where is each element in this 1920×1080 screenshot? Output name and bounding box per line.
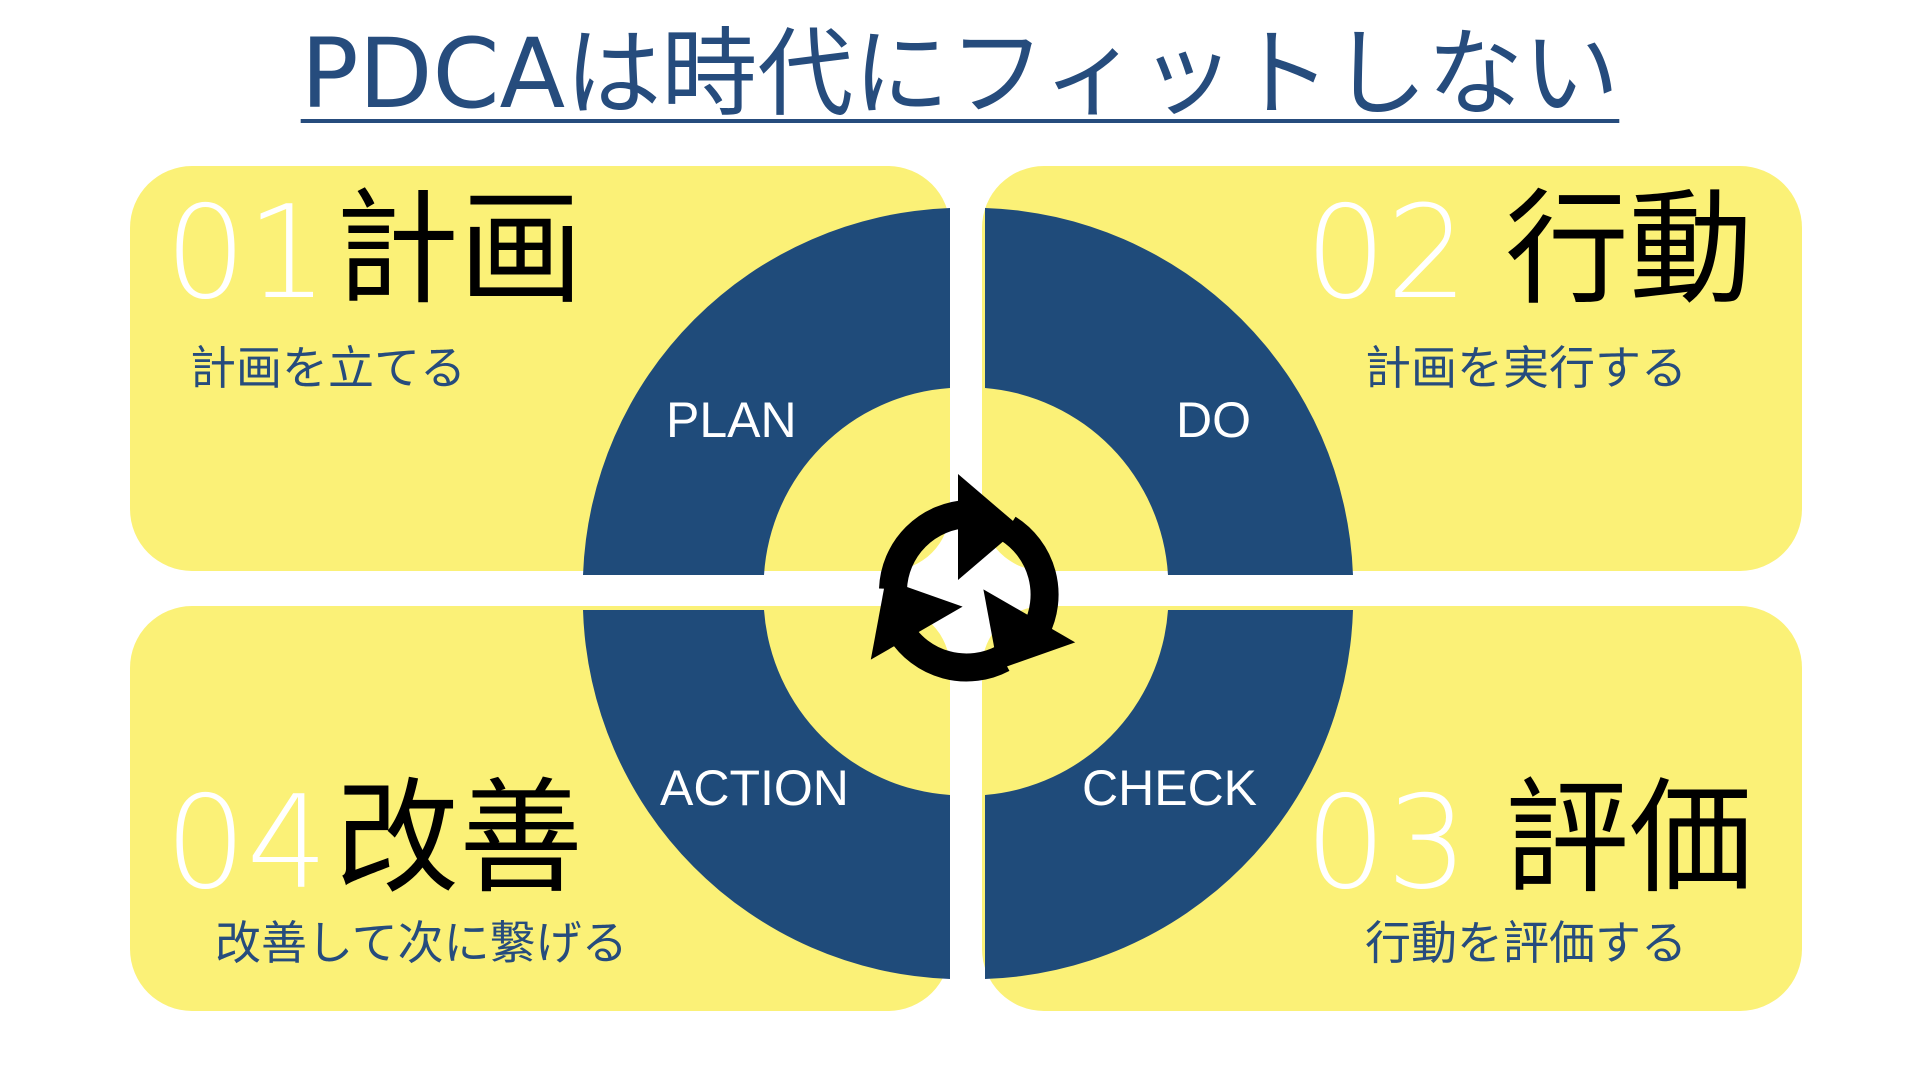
page-title-text: PDCAは時代にフィットしない <box>300 18 1620 130</box>
cycle-arrow-right <box>983 516 1076 670</box>
check-segment <box>985 610 1353 979</box>
plan-description: 計画を立てる <box>190 341 466 395</box>
check-segment-label: CHECK <box>1082 760 1258 816</box>
do-segment <box>985 208 1353 575</box>
plan-heading: 計画 <box>335 178 584 322</box>
check-heading: 評価 <box>1505 767 1754 911</box>
do-description: 計画を実行する <box>1365 341 1687 395</box>
check-description: 行動を評価する <box>1365 916 1687 970</box>
action-heading: 改善 <box>335 767 584 911</box>
plan-segment <box>583 208 950 575</box>
action-segment <box>583 610 950 979</box>
cycle-arrow-left <box>870 579 1010 682</box>
refresh-cycle-icon <box>870 474 1076 682</box>
action-description: 改善して次に繋げる <box>215 916 628 970</box>
plan-number: 01 <box>165 179 328 328</box>
plan-segment-label: PLAN <box>666 392 797 448</box>
do-number: 02 <box>1305 179 1468 328</box>
do-segment-label: DO <box>1176 392 1251 448</box>
cycle-arrow-top <box>879 474 1020 591</box>
do-heading: 行動 <box>1505 178 1754 322</box>
page-title: PDCAは時代にフィットしない <box>0 21 1920 128</box>
action-number: 04 <box>165 769 328 918</box>
check-number: 03 <box>1305 769 1468 918</box>
action-segment-label: ACTION <box>660 760 849 816</box>
